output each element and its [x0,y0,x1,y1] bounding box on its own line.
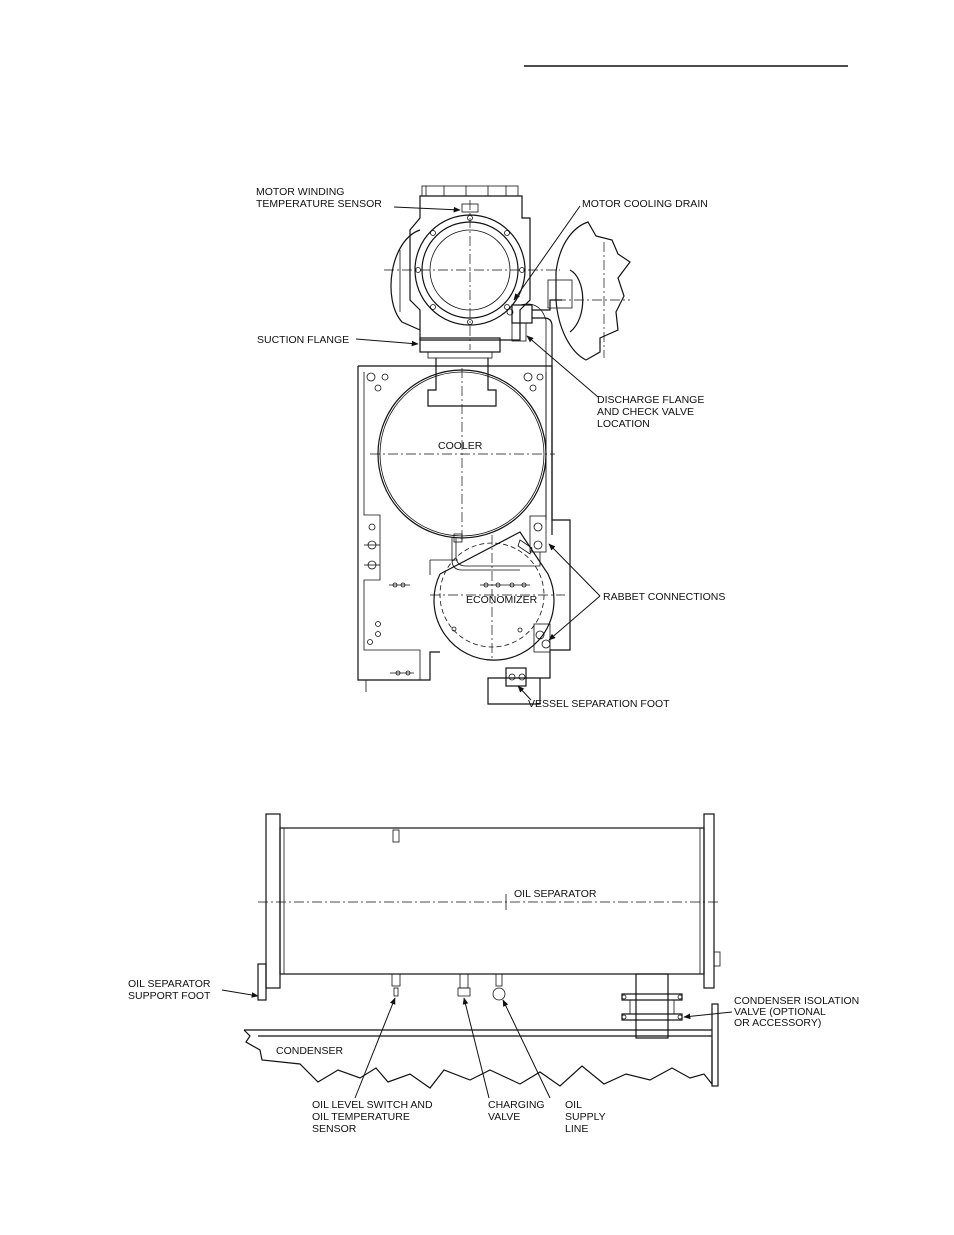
upper-leaders [355,205,601,701]
label-cooler: COOLER [438,440,483,452]
motor-flange-bolts [415,215,525,325]
label-vessel-separation-foot: VESSEL SEPARATION FOOT [528,698,670,710]
label-condenser: CONDENSER [276,1045,344,1057]
isolation-valve [621,973,683,1039]
label-discharge-flange: DISCHARGE FLANGE AND CHECK VALVE LOCATIO… [597,394,707,430]
bottom-fittings [391,973,506,1001]
label-motor-winding-sensor: MOTOR WINDING TEMPERATURE SENSOR [256,186,382,210]
lower-view-drawing [243,813,721,1089]
lower-leaders [221,989,733,1099]
label-motor-cooling-drain: MOTOR COOLING DRAIN [582,198,708,210]
label-oil-supply-line: OIL SUPPLY LINE [565,1099,608,1135]
label-charging-valve: CHARGING VALVE [488,1099,548,1123]
label-oil-separator: OIL SEPARATOR [514,888,597,900]
label-oil-separator-support-foot: OIL SEPARATOR SUPPORT FOOT [128,978,213,1002]
label-rabbet-connections: RABBET CONNECTIONS [603,591,725,603]
label-condenser-isolation-valve: CONDENSER ISOLATION VALVE (OPTIONAL OR A… [734,995,862,1029]
label-economizer: ECONOMIZER [466,594,538,606]
upper-view-drawing [357,185,631,705]
label-suction-flange: SUCTION FLANGE [257,334,349,346]
rabbet-bolts [529,515,551,653]
label-oil-level-switch: OIL LEVEL SWITCH AND OIL TEMPERATURE SEN… [312,1099,436,1135]
